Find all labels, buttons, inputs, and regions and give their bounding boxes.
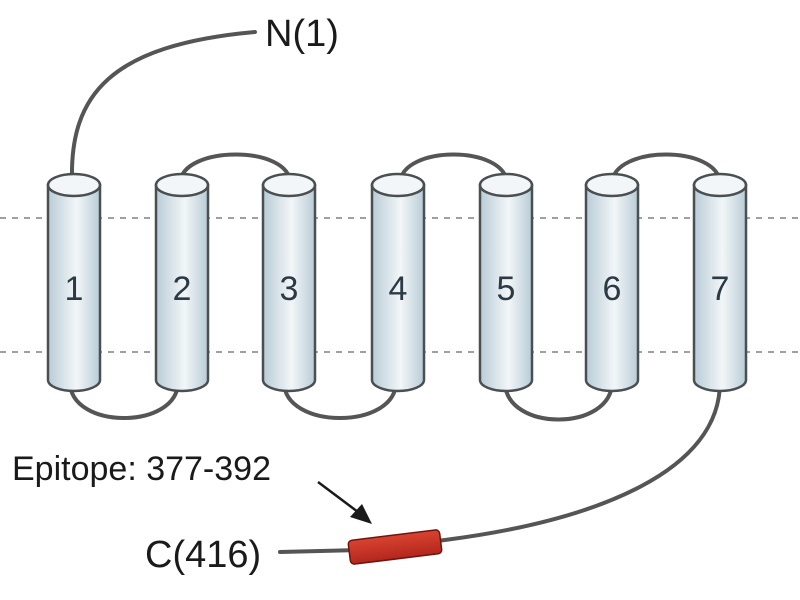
- epitope-pointer-line: [317, 481, 359, 513]
- helix-number: 5: [497, 270, 516, 308]
- helix-body: [261, 183, 317, 393]
- epitope-label: Epitope: 377-392: [12, 450, 271, 488]
- helix-number: 1: [65, 270, 84, 308]
- helix-2: 2: [154, 172, 210, 393]
- c-terminus-label: C(416): [145, 534, 261, 576]
- c-terminal-tail: [278, 380, 722, 554]
- helix-body: [154, 183, 210, 393]
- n-terminal-tail: [69, 30, 257, 182]
- intracellular-loop-1: [68, 380, 180, 420]
- helix-body: [584, 183, 640, 393]
- helix-body: [46, 183, 102, 393]
- helix-number: 3: [280, 270, 299, 308]
- helix-body: [478, 183, 534, 393]
- helix-body: [692, 183, 748, 393]
- helix-7: 7: [692, 172, 748, 393]
- extracellular-loop-1: [178, 152, 292, 185]
- helix-4: 4: [370, 172, 426, 393]
- helix-number: 2: [173, 270, 192, 308]
- intracellular-loop-3: [503, 380, 614, 422]
- helix-1: 1: [46, 172, 102, 393]
- helix-6: 6: [584, 172, 640, 393]
- helix-number: 4: [389, 270, 408, 308]
- helix-top-cap: [46, 172, 102, 198]
- helix-5: 5: [478, 172, 534, 393]
- helix-top-cap: [261, 172, 317, 198]
- helix-top-cap: [370, 172, 426, 198]
- helix-top-cap: [584, 172, 640, 198]
- epitope-segment: [347, 529, 443, 565]
- helix-top-cap: [692, 172, 748, 198]
- helix-top-cap: [478, 172, 534, 198]
- helix-top-cap: [154, 172, 210, 198]
- helix-3: 3: [261, 172, 317, 393]
- loop-group: [68, 30, 722, 554]
- intracellular-loop-2: [282, 380, 398, 420]
- helix-number: 7: [711, 270, 730, 308]
- extracellular-loop-2: [398, 152, 509, 185]
- helix-number: 6: [603, 270, 622, 308]
- n-terminus-label: N(1): [265, 13, 339, 55]
- epitope-pointer-arrowhead: [350, 504, 372, 524]
- helix-group: 1 2 3 4 5 6 7: [46, 172, 748, 393]
- helix-body: [370, 183, 426, 393]
- extracellular-loop-3: [610, 152, 722, 185]
